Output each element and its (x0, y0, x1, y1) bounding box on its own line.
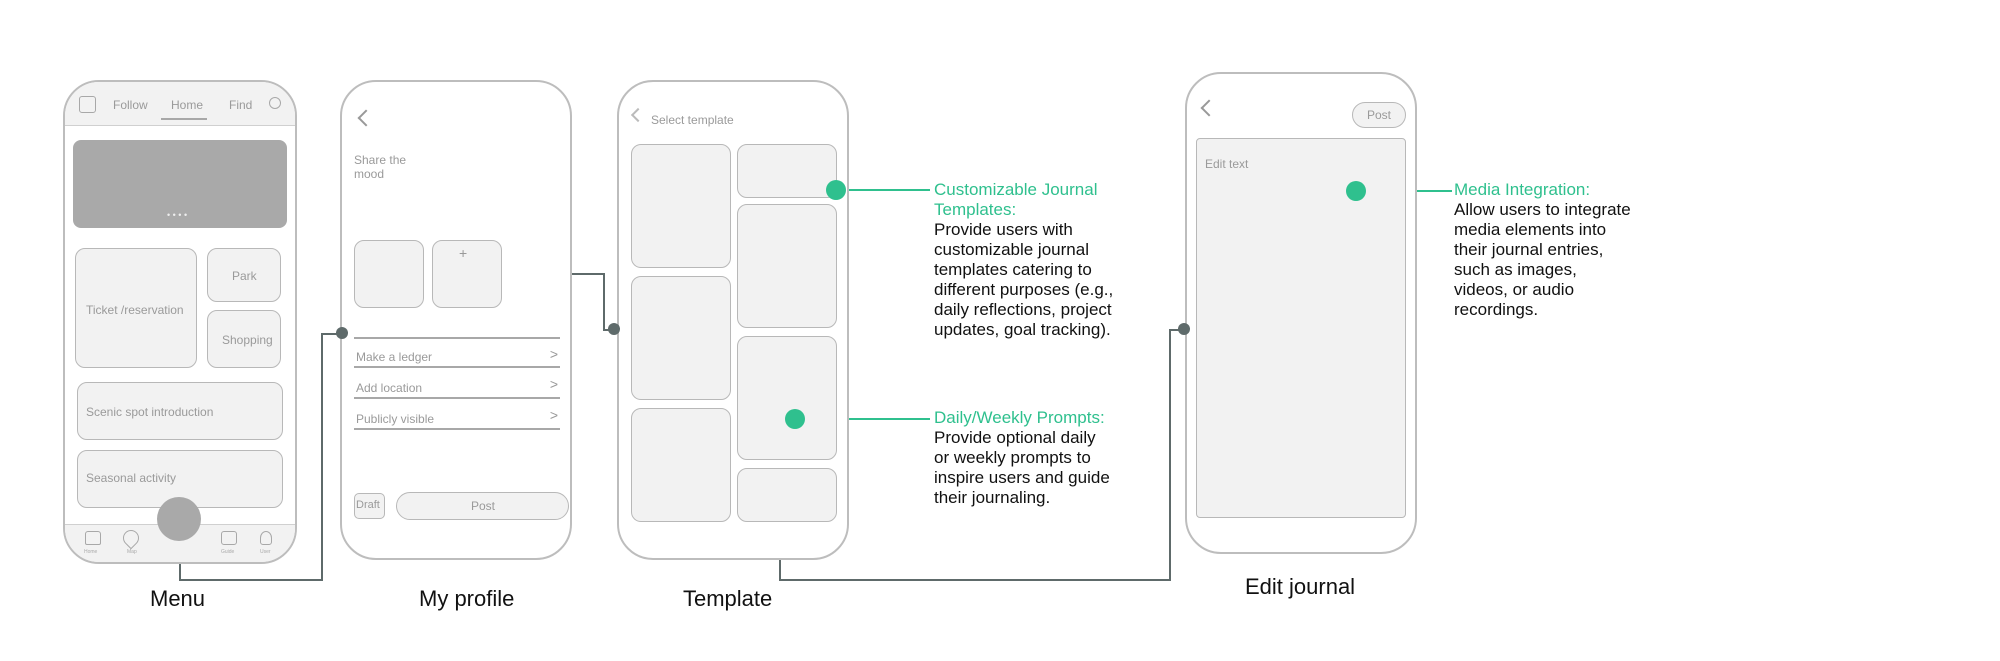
template-card[interactable] (737, 336, 837, 460)
draft-label: Draft (356, 499, 380, 511)
templates-annotation-body: Provide users with customizable journal … (934, 220, 1114, 339)
template-caption: Template (683, 586, 773, 611)
home-tab-icon[interactable] (85, 531, 101, 545)
location-label: Add location (356, 381, 423, 395)
templates-annotation-title: Customizable Journal Templates: (934, 180, 1098, 219)
menu-caption: Menu (150, 586, 206, 611)
make-ledger-row[interactable]: Make a ledger > (354, 340, 560, 368)
carousel-dots: • • • • (167, 210, 188, 220)
template-phone: Select template (617, 80, 849, 560)
menu-phone: Follow Home Find • • • • Ticket /reserva… (63, 80, 297, 564)
prompts-annotation: Daily/Weekly Prompts: Provide optional d… (934, 408, 1134, 508)
nav-home[interactable]: Home (171, 98, 204, 112)
templates-annotation: Customizable Journal Templates: Provide … (934, 180, 1134, 340)
mood-photo-slot[interactable] (354, 240, 424, 308)
select-template-title: Select template (651, 113, 734, 127)
post-label: Post (1367, 108, 1392, 122)
ledger-label: Make a ledger (356, 350, 433, 364)
add-photo-slot[interactable]: + (432, 240, 502, 308)
template-card[interactable] (737, 204, 837, 328)
media-annotation-body: Allow users to integrate media elements … (1454, 200, 1631, 319)
park-card[interactable]: Park (207, 248, 281, 302)
chevron-right-icon: > (549, 376, 558, 392)
prompts-annotation-body: Provide optional daily or weekly prompts… (934, 428, 1110, 507)
banner-carousel[interactable]: • • • • (73, 140, 287, 228)
edit-journal-caption: Edit journal (1245, 574, 1356, 599)
scenic-spot-card[interactable]: Scenic spot introduction (77, 382, 283, 440)
nav-follow[interactable]: Follow (113, 98, 148, 112)
add-icon: + (459, 245, 468, 261)
back-chevron-icon[interactable] (630, 107, 646, 123)
chevron-right-icon: > (549, 407, 558, 423)
media-annotation-title: Media Integration: (1454, 180, 1591, 199)
shopping-label: Shopping (222, 333, 273, 347)
guide-tab-label: Guide (221, 549, 235, 555)
template-card[interactable] (631, 144, 731, 268)
template-card[interactable] (737, 144, 837, 198)
post-label: Post (471, 499, 496, 513)
scan-icon[interactable] (79, 96, 96, 113)
scenic-label: Scenic spot introduction (86, 405, 214, 419)
ticket-label: Ticket /reservation (86, 303, 184, 317)
nav-home-underline (161, 118, 207, 120)
map-tab-icon[interactable] (119, 526, 143, 550)
map-tab-label: Map (127, 549, 137, 555)
back-chevron-icon[interactable] (357, 109, 375, 127)
media-annotation-dot (1346, 181, 1366, 201)
template-card[interactable] (631, 408, 731, 522)
template-to-edit-connector (779, 329, 1190, 581)
user-tab-icon[interactable] (260, 531, 272, 545)
post-button[interactable]: Post (1352, 102, 1406, 128)
prompts-annotation-title: Daily/Weekly Prompts: (934, 408, 1105, 427)
user-tab-label: User (260, 549, 271, 555)
chevron-right-icon: > (549, 346, 558, 362)
shopping-card[interactable]: Shopping (207, 310, 281, 368)
post-button[interactable]: Post (396, 492, 569, 520)
add-location-row[interactable]: Add location > (354, 370, 560, 399)
profile-phone: Share the mood + Make a ledger > Add loc… (340, 80, 572, 560)
ticket-reservation-card[interactable]: Ticket /reservation (75, 248, 197, 368)
template-card[interactable] (631, 276, 731, 400)
templates-annotation-dot (826, 180, 846, 200)
publicly-visible-row[interactable]: Publicly visible > (354, 401, 560, 430)
media-annotation: Media Integration: Allow users to integr… (1454, 180, 1654, 320)
visible-label: Publicly visible (356, 412, 435, 426)
template-connector-dot (608, 323, 620, 335)
prompts-annotation-dot (785, 409, 805, 429)
search-icon[interactable] (269, 97, 281, 109)
park-label: Park (232, 269, 257, 283)
home-tab-label: Home (84, 549, 98, 555)
edit-text-placeholder: Edit text (1205, 157, 1249, 171)
template-card[interactable] (737, 468, 837, 522)
back-chevron-icon[interactable] (1200, 99, 1218, 117)
rows-top-line (354, 337, 560, 339)
draft-button[interactable]: Draft (354, 493, 385, 519)
edit-connector-dot (1178, 323, 1190, 335)
seasonal-label: Seasonal activity (86, 471, 177, 485)
guide-tab-icon[interactable] (221, 531, 237, 545)
edit-text-area[interactable]: Edit text (1196, 138, 1406, 518)
menu-connector-dot (336, 327, 348, 339)
share-mood-text[interactable]: Share the mood (354, 153, 407, 181)
profile-caption: My profile (419, 586, 515, 611)
edit-journal-phone: Post Edit text (1185, 72, 1417, 554)
menu-top-bar: Follow Home Find (65, 82, 295, 126)
menu-center-action-button[interactable] (157, 497, 201, 541)
nav-find[interactable]: Find (229, 98, 253, 112)
